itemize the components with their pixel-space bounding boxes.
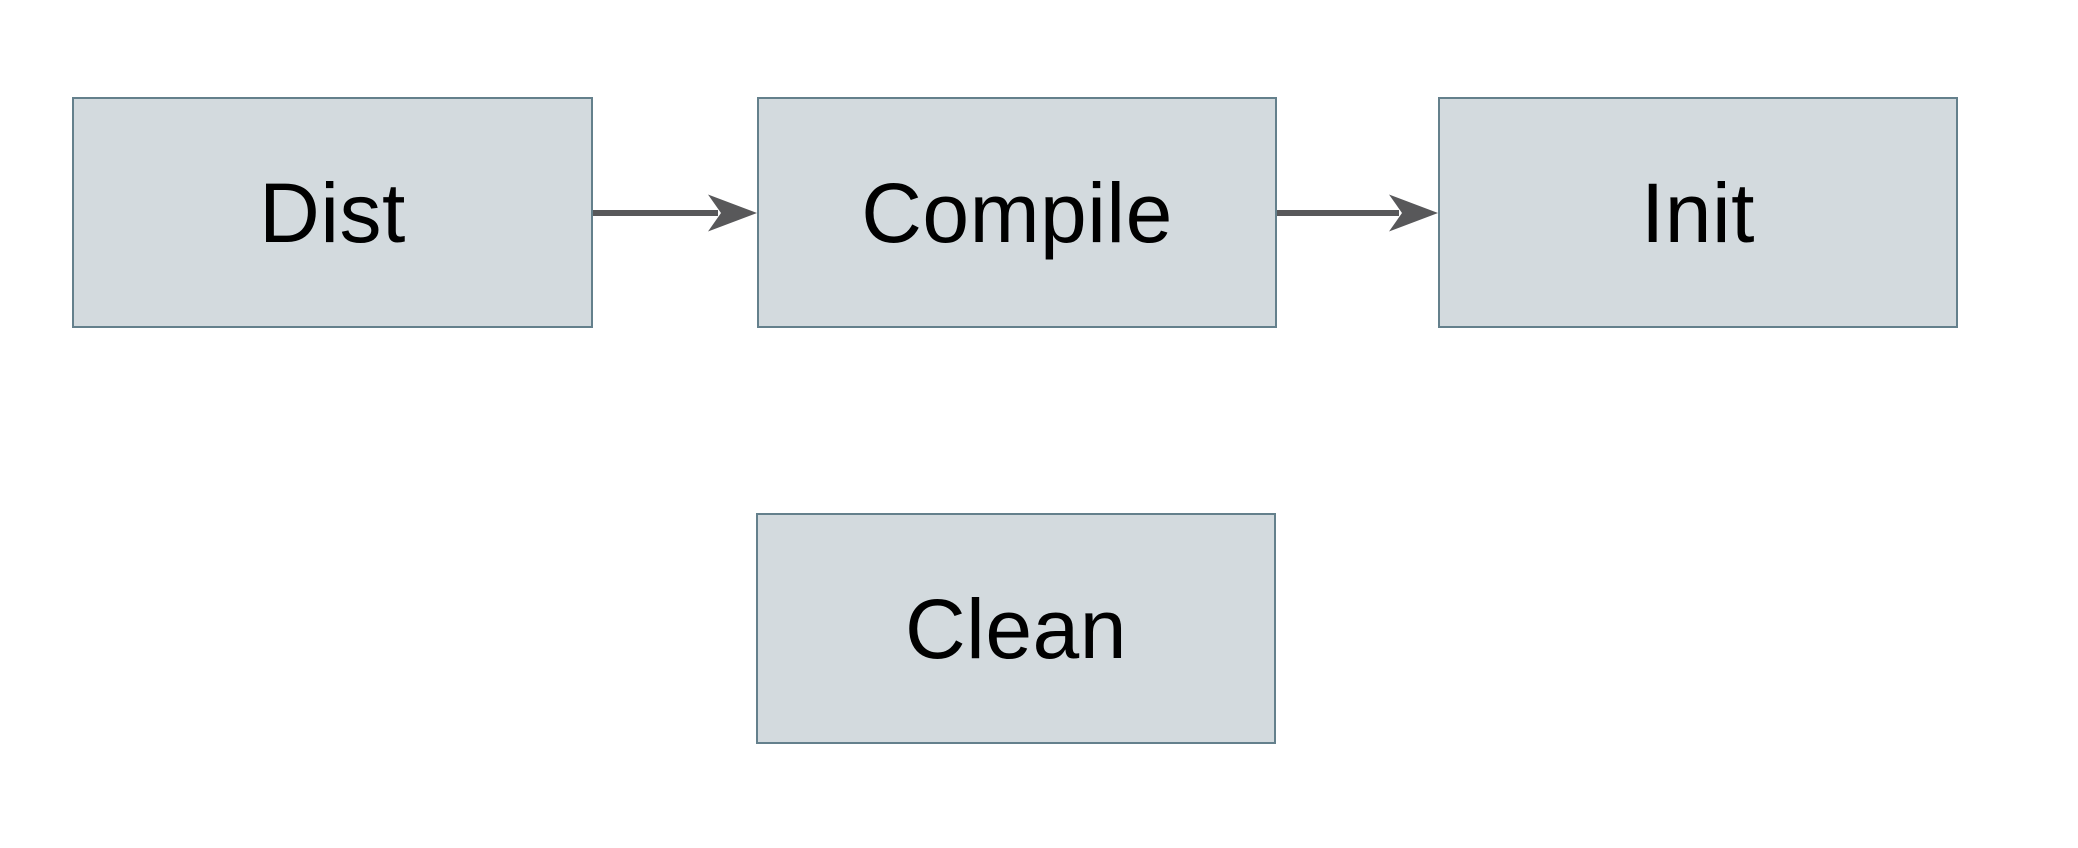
arrow-compile-to-init [1277,194,1438,232]
node-clean-label: Clean [905,581,1127,676]
arrow-dist-to-compile [593,194,757,232]
node-init[interactable]: Init [1438,97,1958,328]
node-dist[interactable]: Dist [72,97,593,328]
node-init-label: Init [1640,165,1756,260]
node-clean[interactable]: Clean [756,513,1276,744]
node-dist-label: Dist [259,165,406,260]
node-compile-label: Compile [861,165,1173,260]
node-compile[interactable]: Compile [757,97,1277,328]
